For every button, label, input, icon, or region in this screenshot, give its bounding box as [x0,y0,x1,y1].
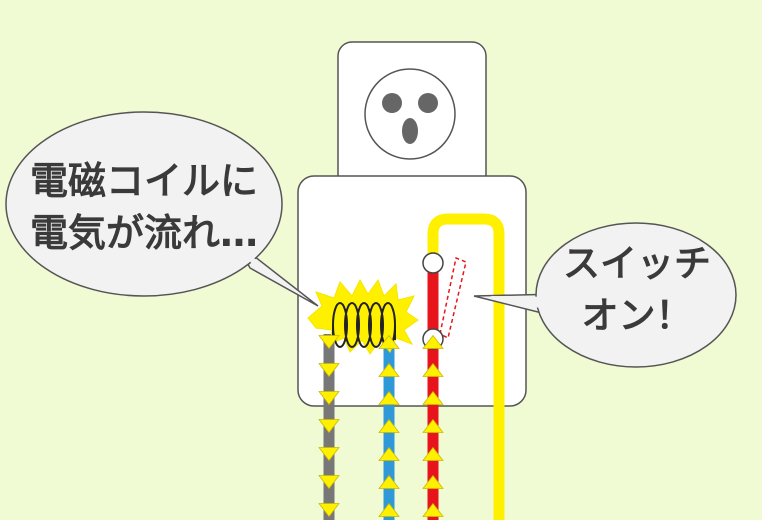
speech-bubble-left-tail-cover [238,246,304,296]
blue-wire-arrow-up [378,446,400,461]
red-wire-arrow-up [422,446,444,461]
power-outlet-icon [337,41,487,193]
coil-loop [368,302,384,348]
blue-wire-arrow-up [378,418,400,433]
flow-arrows [318,334,444,518]
switch-arm-dashed [439,256,467,340]
speech-bubble-left: 電磁コイルに 電気が流れ… [5,111,319,307]
blue-wire-arrow-up [378,390,400,405]
red-wire-arrow-up [422,418,444,433]
speech-left-line2: 電気が流れ… [30,211,258,255]
gray-wire-arrow-down [318,391,340,406]
speech-bubble-right-body [535,222,737,368]
yellow-wire [427,213,505,520]
coil-loop [356,302,372,348]
outlet-right-hole [418,93,438,113]
outlet-face [364,68,456,160]
blue-wire-arrow-up [378,474,400,489]
speech-right-line1: スイッチ [563,242,711,285]
red-wire-arrow-up [422,390,444,405]
blue-wire-arrow-up [378,334,400,349]
gray-wire-arrow-down [318,335,340,350]
blue-wire-arrow-up [378,362,400,377]
red-wire-arrow-up [422,334,444,349]
gray-wire-arrow-down [318,447,340,462]
speech-left-line1: 電磁コイルに [30,159,258,203]
outlet-left-hole [382,93,402,113]
red-wire-arrow-up [422,474,444,489]
switch-top-contact [422,252,444,274]
gray-wire-arrow-down [318,503,340,518]
speech-bubble-right-tail-cover [490,296,564,314]
speech-bubble-right: スイッチ オン！ [473,222,737,368]
coil-loop [344,302,360,348]
gray-wire-arrow-down [318,419,340,434]
blue-wire-arrow-up [378,502,400,517]
gray-wire-arrow-down [318,363,340,378]
red-wire-arrow-up [422,362,444,377]
gray-wire-arrow-down [318,475,340,490]
outlet-ground-hole [402,118,418,144]
speech-right-line2: オン！ [582,294,693,337]
red-wire-arrow-up [422,502,444,517]
speech-bubble-left-body [5,111,283,297]
